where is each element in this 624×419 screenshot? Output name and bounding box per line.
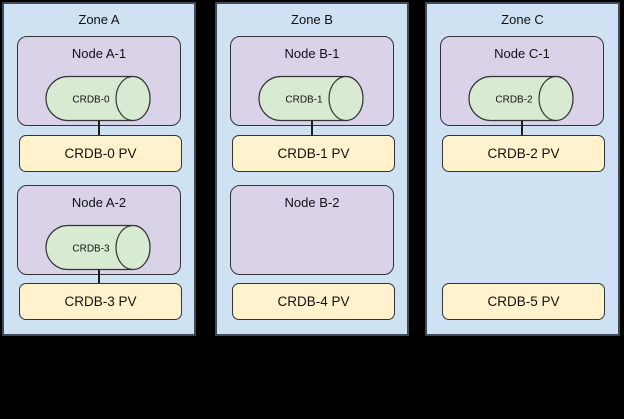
crdb-4-pv-label: CRDB-4 PV xyxy=(277,294,350,309)
zone-a-label: Zone A xyxy=(78,12,120,27)
node-c-1: Node C-1 CRDB-2 xyxy=(440,36,604,126)
crdb-5-pv-box: CRDB-5 PV xyxy=(442,283,605,320)
zone-b-label: Zone B xyxy=(291,12,333,27)
crdb-1-pod-label: CRDB-1 xyxy=(285,95,323,106)
node-b-1: Node B-1 CRDB-1 xyxy=(230,36,394,126)
zone-a: Zone A Node A-1 CRDB-0 CRDB-0 PV Node A-… xyxy=(2,2,196,336)
node-a-2-label: Node A-2 xyxy=(71,195,127,210)
connector-crdb-2-to-pv xyxy=(521,121,523,135)
crdb-2-pod-cylinder-icon: CRDB-2 xyxy=(468,75,574,122)
crdb-0-pod-cylinder-icon: CRDB-0 xyxy=(45,75,151,122)
crdb-3-pv-box: CRDB-3 PV xyxy=(19,283,182,320)
zone-b: Zone B Node B-1 CRDB-1 CRDB-1 PV Node B-… xyxy=(215,2,409,336)
connector-crdb-3-to-pv xyxy=(98,270,100,283)
crdb-1-pv-label: CRDB-1 PV xyxy=(277,146,350,161)
node-b-2: Node B-2 xyxy=(230,185,394,275)
node-b-2-label: Node B-2 xyxy=(284,195,340,210)
crdb-3-pod-label: CRDB-3 xyxy=(72,244,110,255)
crdb-4-pv-box: CRDB-4 PV xyxy=(232,283,395,320)
crdb-0-pod-label: CRDB-0 xyxy=(72,95,110,106)
crdb-3-pv-label: CRDB-3 PV xyxy=(64,294,137,309)
node-c-1-label: Node C-1 xyxy=(494,46,550,61)
crdb-2-pod-label: CRDB-2 xyxy=(495,95,533,106)
crdb-1-pv-box: CRDB-1 PV xyxy=(232,135,395,172)
crdb-0-pv-box: CRDB-0 PV xyxy=(19,135,182,172)
crdb-0-pv-label: CRDB-0 PV xyxy=(64,146,137,161)
zone-c-label: Zone C xyxy=(501,12,544,27)
node-a-1: Node A-1 CRDB-0 xyxy=(17,36,181,126)
crdb-2-pv-box: CRDB-2 PV xyxy=(442,135,605,172)
zone-c: Zone C Node C-1 CRDB-2 CRDB-2 PV CRDB-5 … xyxy=(425,2,620,336)
node-a-2: Node A-2 CRDB-3 xyxy=(17,185,181,275)
crdb-2-pv-label: CRDB-2 PV xyxy=(487,146,560,161)
crdb-1-pod-cylinder-icon: CRDB-1 xyxy=(258,75,364,122)
crdb-5-pv-label: CRDB-5 PV xyxy=(487,294,560,309)
connector-crdb-0-to-pv xyxy=(98,121,100,135)
node-b-1-label: Node B-1 xyxy=(284,46,340,61)
node-a-1-label: Node A-1 xyxy=(71,46,127,61)
crdb-3-pod-cylinder-icon: CRDB-3 xyxy=(45,224,151,271)
connector-crdb-1-to-pv xyxy=(311,121,313,135)
